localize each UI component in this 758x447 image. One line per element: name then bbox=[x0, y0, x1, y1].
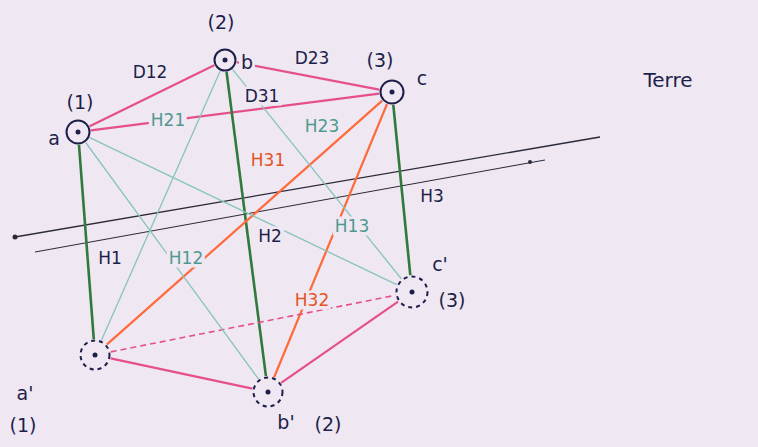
distance-label: H32 bbox=[293, 291, 331, 310]
conductor-dot bbox=[390, 90, 395, 95]
conductor-label: a' bbox=[15, 383, 36, 404]
conductor-outline bbox=[254, 378, 283, 407]
conductor-dot bbox=[93, 353, 98, 358]
phase-number: (1) bbox=[65, 92, 96, 113]
distance-line bbox=[227, 72, 266, 376]
conductor-dot bbox=[223, 58, 228, 63]
distance-label: H21 bbox=[149, 111, 187, 130]
conductor-outline bbox=[81, 341, 110, 370]
image-conductor: b'(2) bbox=[252, 376, 284, 408]
conductor-outline bbox=[381, 81, 404, 104]
conductor-circle bbox=[252, 376, 284, 408]
conductor-outline bbox=[397, 277, 428, 308]
conductor-circle bbox=[395, 275, 429, 309]
conductor-dot bbox=[266, 390, 271, 395]
image-conductor: a'(1) bbox=[79, 339, 111, 371]
distance-label: H23 bbox=[303, 117, 341, 136]
distance-line bbox=[107, 101, 382, 345]
ground-dot bbox=[528, 160, 532, 164]
conductor: a(1) bbox=[65, 119, 91, 145]
conductor-outline bbox=[67, 121, 90, 144]
conductor-label: b' bbox=[275, 412, 296, 433]
distance-label: D23 bbox=[293, 49, 332, 68]
conductor-circle bbox=[65, 119, 91, 145]
ground-label: Terre bbox=[643, 68, 692, 92]
conductor-label: a bbox=[46, 128, 62, 149]
conductor-label: (2) bbox=[206, 12, 237, 33]
ground-line bbox=[15, 137, 600, 237]
distance-line bbox=[86, 142, 259, 379]
conductor: (2)b bbox=[213, 48, 237, 72]
conductor-circle bbox=[213, 48, 237, 72]
conductor: (3)c bbox=[379, 79, 405, 105]
conductor-outline bbox=[215, 50, 236, 71]
distance-label: H12 bbox=[167, 249, 205, 268]
phase-number: (2) bbox=[313, 414, 344, 435]
distance-line bbox=[79, 145, 94, 339]
distance-label: D31 bbox=[243, 87, 282, 106]
phase-number: b bbox=[239, 52, 255, 73]
phase-number: c bbox=[415, 68, 429, 89]
distance-line bbox=[101, 71, 220, 340]
conductor-dot bbox=[76, 130, 81, 135]
distance-label: D12 bbox=[131, 63, 170, 82]
distance-label: H3 bbox=[418, 187, 446, 206]
conductor-label: c' bbox=[430, 254, 450, 275]
ground-line bbox=[35, 160, 545, 252]
distance-line bbox=[90, 138, 397, 285]
distance-line bbox=[111, 295, 396, 352]
phase-number: (1) bbox=[8, 415, 39, 436]
distance-label: H1 bbox=[96, 249, 124, 268]
distance-line bbox=[393, 105, 410, 275]
distance-label: H2 bbox=[256, 227, 284, 246]
distance-label: H31 bbox=[249, 151, 287, 170]
conductor-dot bbox=[410, 290, 415, 295]
distance-label: H13 bbox=[333, 217, 371, 236]
conductor-label: (3) bbox=[365, 50, 396, 71]
phase-number: (3) bbox=[437, 290, 468, 311]
ground-dot bbox=[13, 235, 18, 240]
distance-line bbox=[233, 69, 402, 278]
distance-line bbox=[111, 358, 253, 388]
conductor-circle bbox=[379, 79, 405, 105]
conductor-circle bbox=[79, 339, 111, 371]
image-conductor: c'(3) bbox=[395, 275, 429, 309]
